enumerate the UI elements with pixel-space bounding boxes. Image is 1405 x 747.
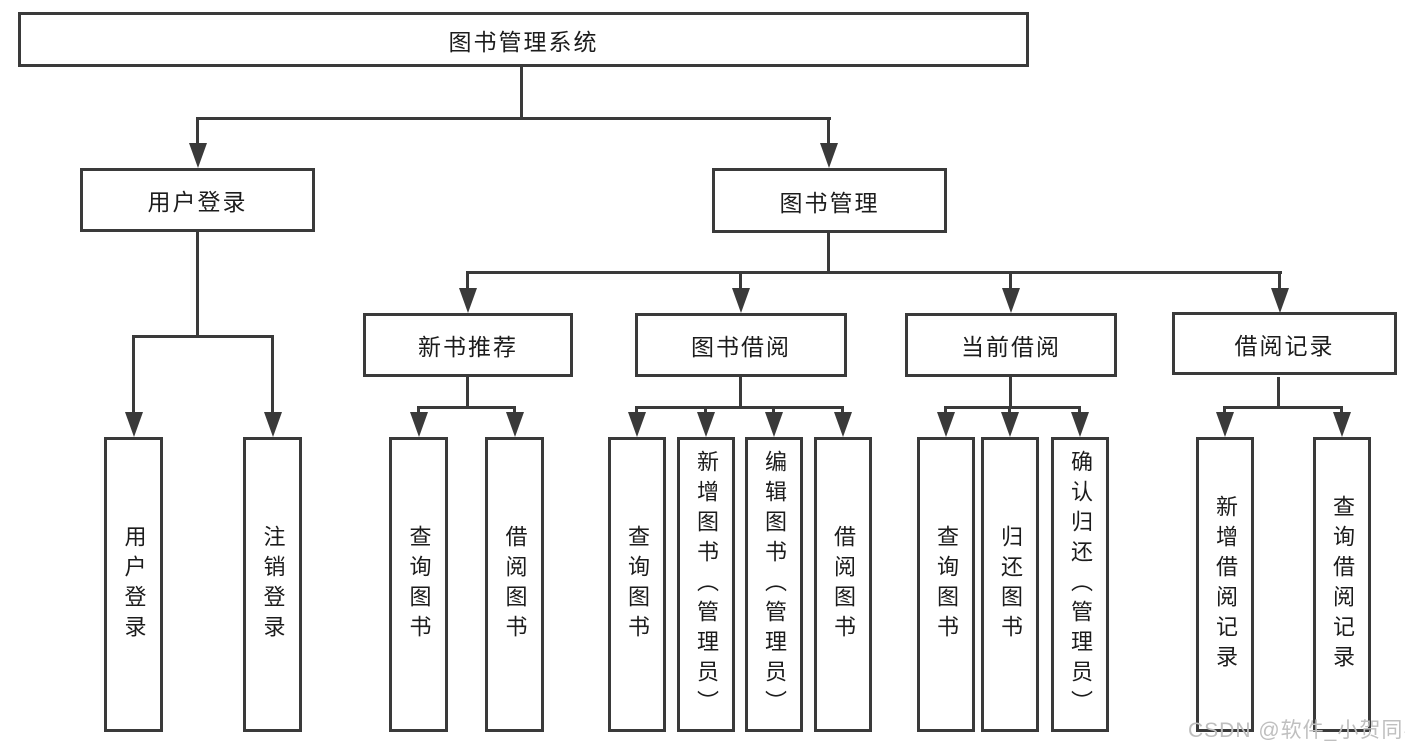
node-user-login-label: 用户登录 xyxy=(147,189,248,215)
arrow-current-query xyxy=(944,406,947,412)
leaf-current-query-books: 查询图书 xyxy=(917,437,975,732)
arrow-records-query xyxy=(1340,406,1343,412)
connector-book-management-stub xyxy=(827,233,830,274)
leaf-borrowing-borrow-books-label: 借阅图书 xyxy=(831,524,856,645)
arrow-to-user-login xyxy=(196,117,199,143)
connector-user-login-stub xyxy=(196,232,199,338)
arrow-recommendation-query xyxy=(417,406,420,412)
csdn-watermark: CSDN @软件_小贺同学 xyxy=(1188,719,1405,742)
node-book-borrowing: 图书借阅 xyxy=(635,313,847,377)
node-current-borrowing: 当前借阅 xyxy=(905,313,1117,377)
leaf-recommend-borrow-books-label: 借阅图书 xyxy=(502,524,528,645)
connector-root-stub xyxy=(520,67,523,120)
arrow-to-current-borrowing xyxy=(1009,271,1012,288)
leaf-add-books-admin-label: 新增图书（管理员） xyxy=(694,449,719,720)
leaf-user-login: 用户登录 xyxy=(104,437,163,732)
node-book-borrowing-label: 图书借阅 xyxy=(691,334,791,360)
connector-root-hline xyxy=(197,117,831,120)
leaf-recommend-query-books-label: 查询图书 xyxy=(406,524,432,645)
leaf-confirm-return-admin: 确认归还（管理员） xyxy=(1051,437,1109,732)
connector-user-login-hline xyxy=(132,335,274,338)
leaf-return-books-label: 归还图书 xyxy=(998,524,1023,645)
leaf-borrowing-borrow-books: 借阅图书 xyxy=(814,437,872,732)
connector-current-stub xyxy=(1009,377,1012,409)
connector-recommendation-stub xyxy=(466,377,469,409)
arrow-borrowing-add xyxy=(704,406,707,412)
arrow-to-book-management xyxy=(827,117,830,143)
leaf-recommend-query-books: 查询图书 xyxy=(389,437,448,732)
connector-borrowing-stub xyxy=(739,377,742,409)
leaf-edit-books-admin: 编辑图书（管理员） xyxy=(745,437,803,732)
connector-current-hline xyxy=(945,406,1081,409)
node-new-book-recommendation-label: 新书推荐 xyxy=(418,334,518,360)
arrow-recommendation-borrow xyxy=(513,406,516,412)
leaf-add-borrow-record: 新增借阅记录 xyxy=(1196,437,1254,732)
arrow-to-leaf-logout xyxy=(271,335,274,412)
node-current-borrowing-label: 当前借阅 xyxy=(961,334,1061,360)
node-user-login: 用户登录 xyxy=(80,168,315,232)
leaf-query-borrow-record: 查询借阅记录 xyxy=(1313,437,1371,732)
node-borrowing-records: 借阅记录 xyxy=(1172,312,1397,375)
leaf-logout: 注销登录 xyxy=(243,437,302,732)
leaf-borrowing-query-books: 查询图书 xyxy=(608,437,666,732)
connector-book-management-hline xyxy=(467,271,1282,274)
arrow-to-book-borrowing xyxy=(739,271,742,288)
node-new-book-recommendation: 新书推荐 xyxy=(363,313,573,377)
arrow-borrowing-query xyxy=(635,406,638,412)
connector-borrowing-hline xyxy=(636,406,844,409)
node-root: 图书管理系统 xyxy=(18,12,1029,67)
leaf-return-books: 归还图书 xyxy=(981,437,1039,732)
connector-recommendation-hline xyxy=(417,406,516,409)
leaf-confirm-return-admin-label: 确认归还（管理员） xyxy=(1068,449,1093,720)
arrow-current-confirm xyxy=(1078,406,1081,412)
arrow-borrowing-borrow xyxy=(841,406,844,412)
leaf-recommend-borrow-books: 借阅图书 xyxy=(485,437,544,732)
node-borrowing-records-label: 借阅记录 xyxy=(1234,332,1335,359)
leaf-current-query-books-label: 查询图书 xyxy=(934,524,959,645)
leaf-logout-label: 注销登录 xyxy=(260,524,286,645)
node-root-label: 图书管理系统 xyxy=(448,28,599,55)
leaf-user-login-label: 用户登录 xyxy=(121,524,147,645)
connector-records-stub xyxy=(1277,377,1280,409)
leaf-add-borrow-record-label: 新增借阅记录 xyxy=(1213,494,1238,675)
arrow-records-add xyxy=(1223,406,1226,412)
arrow-to-leaf-user-login xyxy=(132,335,135,412)
connector-records-hline xyxy=(1224,406,1343,409)
arrow-to-borrowing-records xyxy=(1278,271,1281,288)
arrow-to-new-book-recommendation xyxy=(466,271,469,288)
leaf-add-books-admin: 新增图书（管理员） xyxy=(677,437,735,732)
leaf-query-borrow-record-label: 查询借阅记录 xyxy=(1330,494,1355,675)
arrow-current-return xyxy=(1008,406,1011,412)
node-book-management: 图书管理 xyxy=(712,168,947,233)
node-book-management-label: 图书管理 xyxy=(779,189,880,216)
arrow-borrowing-edit xyxy=(772,406,775,412)
leaf-borrowing-query-books-label: 查询图书 xyxy=(625,524,650,645)
leaf-edit-books-admin-label: 编辑图书（管理员） xyxy=(762,449,787,720)
